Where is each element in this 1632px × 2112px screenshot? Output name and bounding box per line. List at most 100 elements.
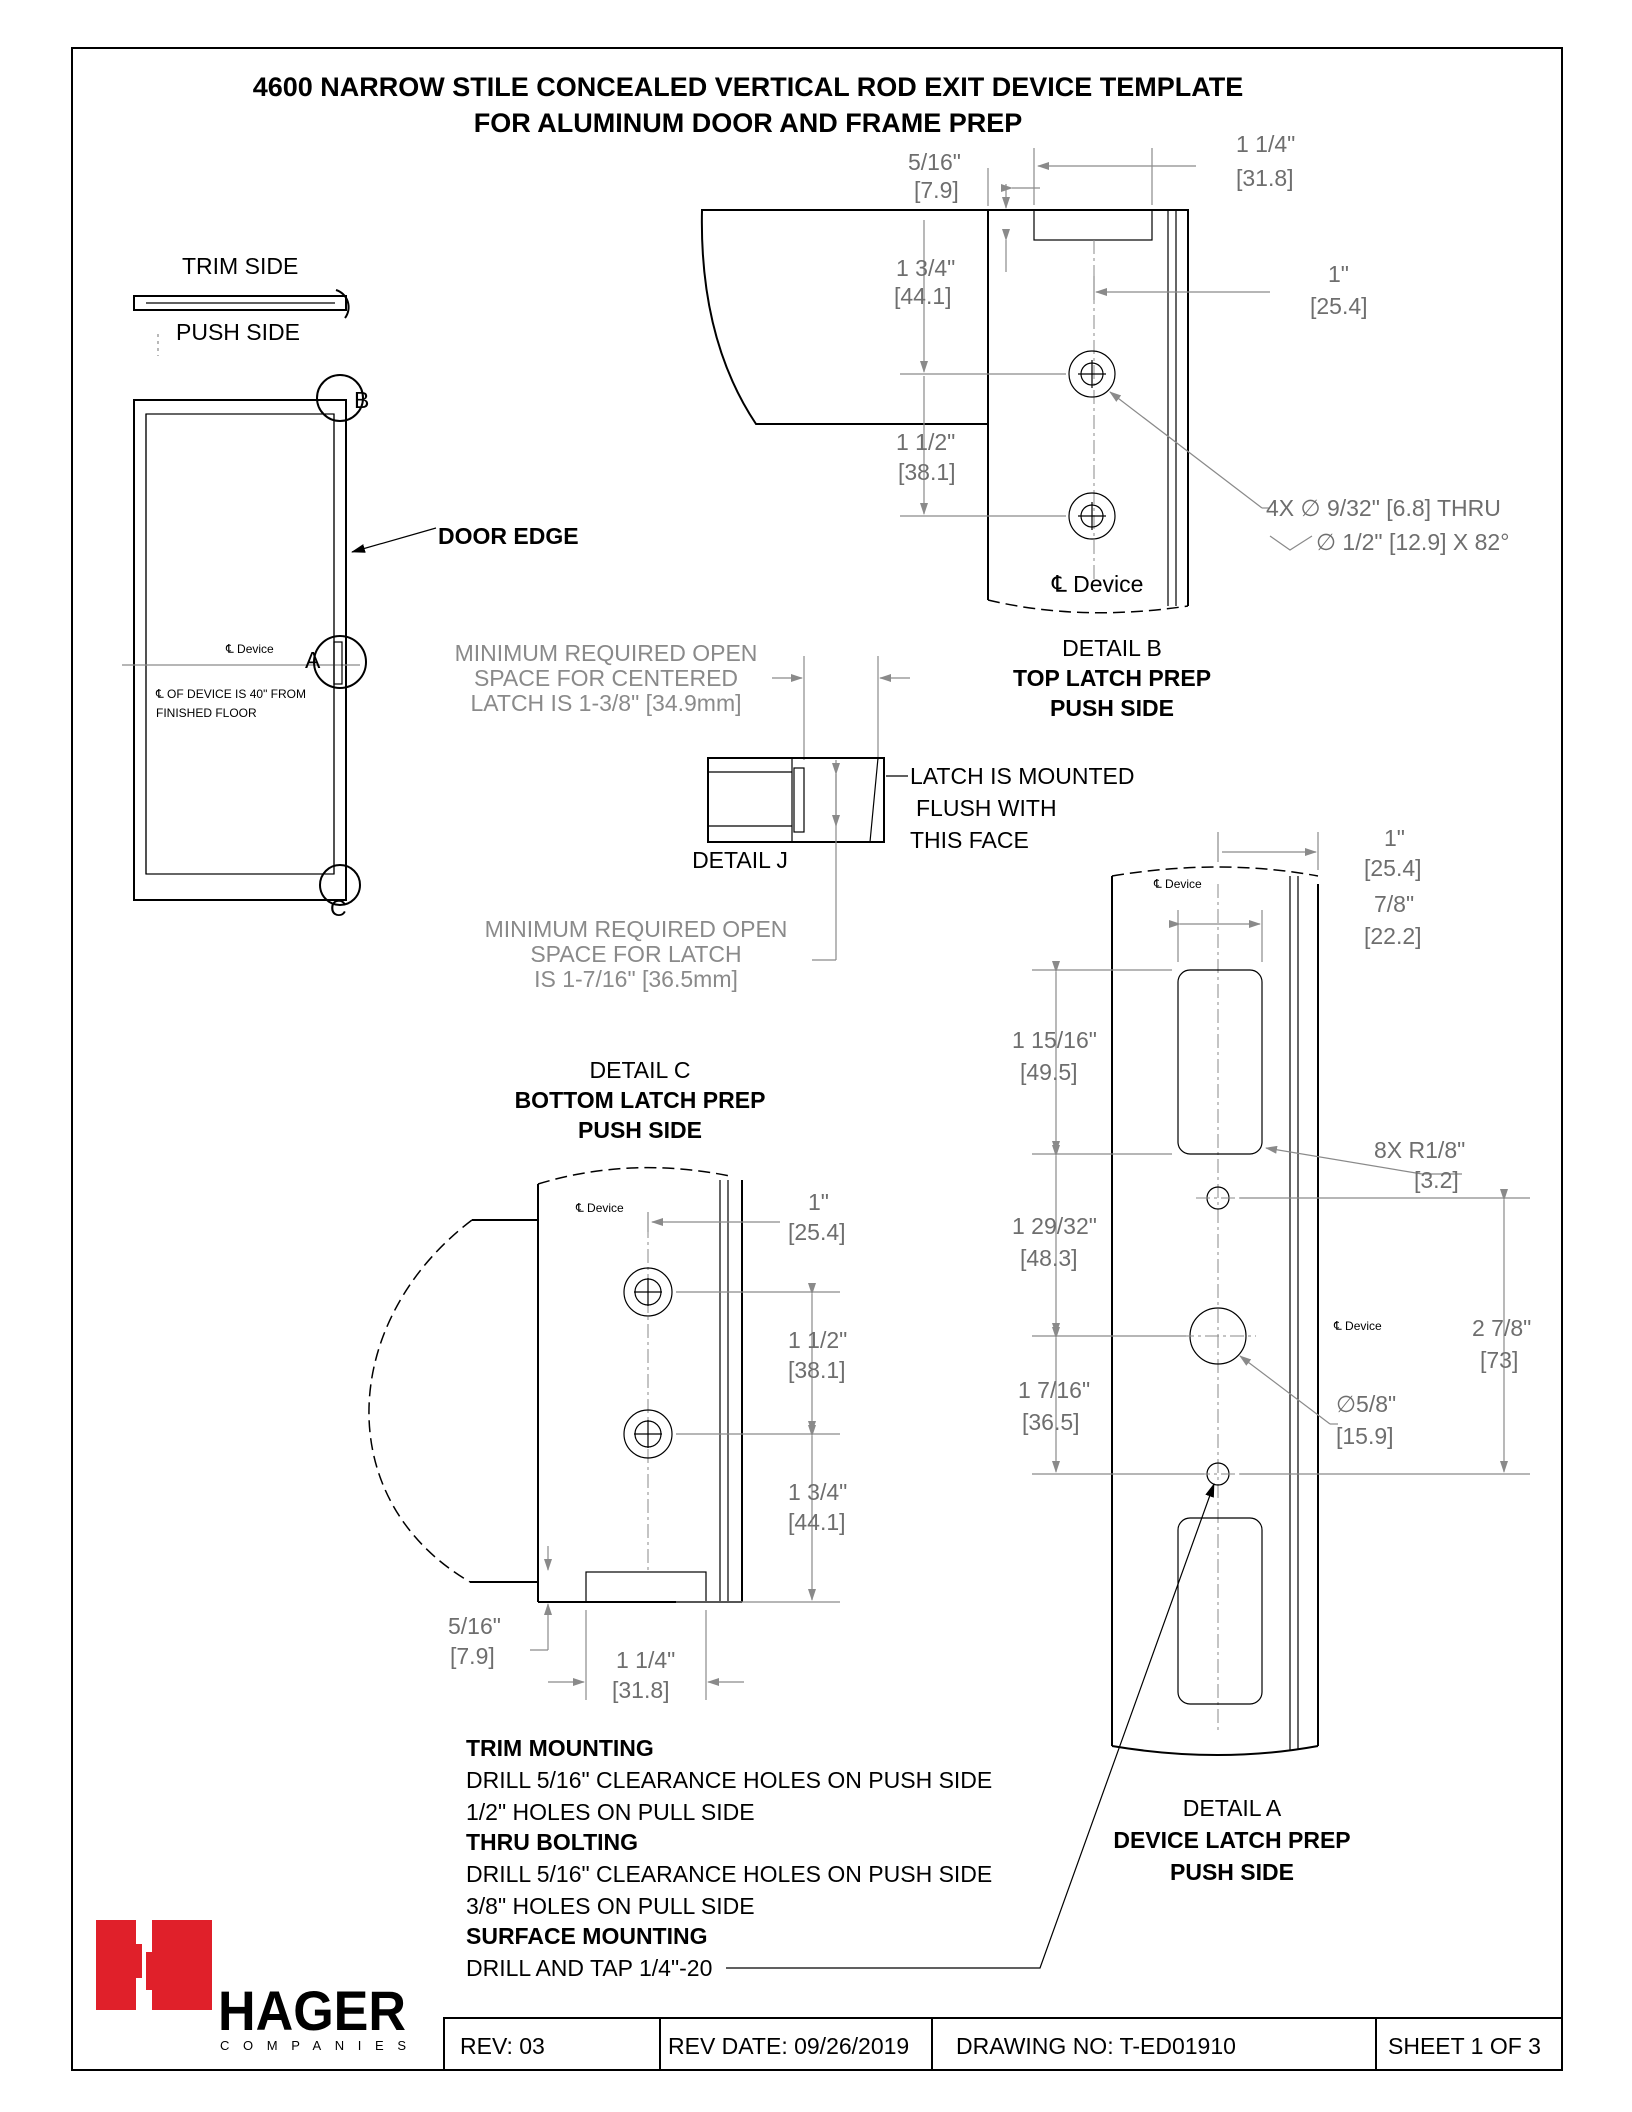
lower-slot bbox=[1177, 1517, 1263, 1705]
a-dim-7-8-mm: [22.2] bbox=[1364, 923, 1422, 949]
sheet: SHEET 1 OF 3 bbox=[1388, 2033, 1541, 2059]
b-dim-1: 1" bbox=[1328, 261, 1349, 287]
a-dim-1: 1" bbox=[1384, 825, 1405, 851]
a-dim-1-15-16-mm: [49.5] bbox=[1020, 1059, 1078, 1085]
a-dim-1-7-16: 1 7/16" bbox=[1018, 1377, 1090, 1403]
title-line-1: 4600 NARROW STILE CONCEALED VERTICAL ROD… bbox=[253, 72, 1244, 102]
a-radius-mm: [3.2] bbox=[1414, 1167, 1459, 1193]
b-hole-note-2: ∅ 1/2" [12.9] X 82° bbox=[1316, 529, 1509, 555]
b-dim-5-16-mm: [7.9] bbox=[914, 177, 959, 203]
c-dim-1-1-2-mm: [38.1] bbox=[788, 1357, 846, 1383]
b-dim-5-16: 5/16" bbox=[908, 149, 961, 175]
detail-b-side: PUSH SIDE bbox=[1050, 695, 1174, 721]
detail-a: ℄ Device ℄ Device 1" [25.4] 7/8" [22.2] … bbox=[1012, 825, 1531, 1885]
note-surface-1: DRILL AND TAP 1/4"-20 bbox=[466, 1955, 712, 1981]
j-space-1: MINIMUM REQUIRED OPEN bbox=[485, 916, 788, 942]
hager-logo: HAGER COMPANIES bbox=[96, 1920, 406, 2053]
c-dim-1-1-2: 1 1/2" bbox=[788, 1327, 847, 1353]
logo-sub: COMPANIES bbox=[220, 2038, 406, 2053]
b-cl-device: ℄ Device bbox=[1051, 571, 1143, 597]
marker-b-label: B bbox=[354, 387, 369, 413]
detail-a-name: DEVICE LATCH PREP bbox=[1113, 1827, 1350, 1853]
rev: REV: 03 bbox=[460, 2033, 545, 2059]
c-dim-1-mm: [25.4] bbox=[788, 1219, 846, 1245]
bottom-hole-2 bbox=[623, 1409, 673, 1459]
j-flush-1: LATCH IS MOUNTED bbox=[910, 763, 1134, 789]
title-block: REV: 03 REV DATE: 09/26/2019 DRAWING NO:… bbox=[443, 2017, 1563, 2071]
detail-a-side: PUSH SIDE bbox=[1170, 1859, 1294, 1885]
trim-side-label: TRIM SIDE bbox=[182, 253, 298, 279]
a-dim-1-15-16: 1 15/16" bbox=[1012, 1027, 1097, 1053]
note-trim-2: 1/2" HOLES ON PULL SIDE bbox=[466, 1799, 755, 1825]
b-dim-1-3-4: 1 3/4" bbox=[896, 255, 955, 281]
cl-note-line-2: FINISHED FLOOR bbox=[156, 706, 257, 720]
marker-c-circle bbox=[319, 864, 361, 906]
door-edge-label: DOOR EDGE bbox=[438, 523, 579, 549]
j-centered-1: MINIMUM REQUIRED OPEN bbox=[455, 640, 758, 666]
bottom-latch-pocket bbox=[585, 1571, 707, 1603]
bottom-hole-1 bbox=[623, 1267, 673, 1317]
b-dim-1-3-4-mm: [44.1] bbox=[894, 283, 952, 309]
marker-c-label: C bbox=[330, 895, 347, 921]
a-dia-5-8-mm: [15.9] bbox=[1336, 1423, 1394, 1449]
a-dim-2-7-8-mm: [73] bbox=[1480, 1347, 1518, 1373]
detail-c-label: DETAIL C bbox=[590, 1057, 691, 1083]
cl-note-line-1: ℄ OF DEVICE IS 40" FROM bbox=[155, 687, 306, 701]
detail-b-name: TOP LATCH PREP bbox=[1013, 665, 1211, 691]
detail-j: MINIMUM REQUIRED OPEN SPACE FOR CENTERED… bbox=[455, 640, 1135, 992]
c-dim-5-16-mm: [7.9] bbox=[450, 1643, 495, 1669]
j-centered-3: LATCH IS 1-3/8" [34.9mm] bbox=[470, 690, 741, 716]
mounting-notes: TRIM MOUNTING DRILL 5/16" CLEARANCE HOLE… bbox=[466, 1483, 1215, 1981]
logo-name: HAGER bbox=[218, 1979, 406, 2042]
a-dim-2-7-8: 2 7/8" bbox=[1472, 1315, 1531, 1341]
a-cl-device-mid: ℄ Device bbox=[1333, 1319, 1382, 1333]
note-thru-2: 3/8" HOLES ON PULL SIDE bbox=[466, 1893, 755, 1919]
top-latch-pocket bbox=[1033, 209, 1153, 241]
b-dim-1-mm: [25.4] bbox=[1310, 293, 1368, 319]
logo-mark bbox=[96, 1920, 212, 2010]
door-view: TRIM SIDE PUSH SIDE B A C ℄ Device ℄ OF … bbox=[122, 253, 579, 921]
a-radius: 8X R1/8" bbox=[1374, 1137, 1465, 1163]
c-dim-1-1-4-mm: [31.8] bbox=[612, 1677, 670, 1703]
b-dim-1-1-4: 1 1/4" bbox=[1236, 131, 1295, 157]
top-hole-2 bbox=[1068, 492, 1116, 540]
detail-a-label: DETAIL A bbox=[1183, 1795, 1282, 1821]
detail-j-label: DETAIL J bbox=[692, 847, 788, 873]
c-dim-1-3-4-mm: [44.1] bbox=[788, 1509, 846, 1535]
note-thru-1: DRILL 5/16" CLEARANCE HOLES ON PUSH SIDE bbox=[466, 1861, 992, 1887]
drawing-no: DRAWING NO: T-ED01910 bbox=[956, 2033, 1236, 2059]
door-elevation bbox=[133, 399, 347, 901]
detail-c: DETAIL C BOTTOM LATCH PREP PUSH SIDE ℄ D… bbox=[368, 1057, 847, 1703]
note-thru-bolting: THRU BOLTING bbox=[466, 1829, 638, 1855]
a-dim-1-29-32: 1 29/32" bbox=[1012, 1213, 1097, 1239]
b-dim-1-1-2-mm: [38.1] bbox=[898, 459, 956, 485]
a-dim-1-7-16-mm: [36.5] bbox=[1022, 1409, 1080, 1435]
top-hole-1 bbox=[1068, 350, 1116, 398]
a-dia-5-8: ∅5/8" bbox=[1336, 1391, 1396, 1417]
a-dim-7-8: 7/8" bbox=[1374, 891, 1414, 917]
j-flush-2: FLUSH WITH bbox=[916, 795, 1057, 821]
note-trim-mounting: TRIM MOUNTING bbox=[466, 1735, 654, 1761]
note-trim-1: DRILL 5/16" CLEARANCE HOLES ON PUSH SIDE bbox=[466, 1767, 992, 1793]
note-surface-mounting: SURFACE MOUNTING bbox=[466, 1923, 708, 1949]
marker-a-label: A bbox=[305, 647, 321, 673]
b-dim-1-1-2: 1 1/2" bbox=[896, 429, 955, 455]
c-dim-1: 1" bbox=[808, 1189, 829, 1215]
j-centered-2: SPACE FOR CENTERED bbox=[474, 665, 738, 691]
c-dim-1-3-4: 1 3/4" bbox=[788, 1479, 847, 1505]
j-flush-3: THIS FACE bbox=[910, 827, 1029, 853]
a-dim-1-mm: [25.4] bbox=[1364, 855, 1422, 881]
a-dim-1-29-32-mm: [48.3] bbox=[1020, 1245, 1078, 1271]
detail-c-name: BOTTOM LATCH PREP bbox=[515, 1087, 766, 1113]
detail-b-label: DETAIL B bbox=[1062, 635, 1162, 661]
a-cl-device-top: ℄ Device bbox=[1153, 877, 1202, 891]
detail-c-side: PUSH SIDE bbox=[578, 1117, 702, 1143]
c-dim-5-16: 5/16" bbox=[448, 1613, 501, 1639]
latch-section bbox=[707, 757, 885, 843]
marker-a-circle bbox=[313, 635, 367, 689]
b-hole-note-1: 4X ∅ 9/32" [6.8] THRU bbox=[1266, 495, 1501, 521]
c-dim-1-1-4: 1 1/4" bbox=[616, 1647, 675, 1673]
c-cl-device: ℄ Device bbox=[575, 1201, 624, 1215]
cl-device-door: ℄ Device bbox=[225, 642, 274, 656]
